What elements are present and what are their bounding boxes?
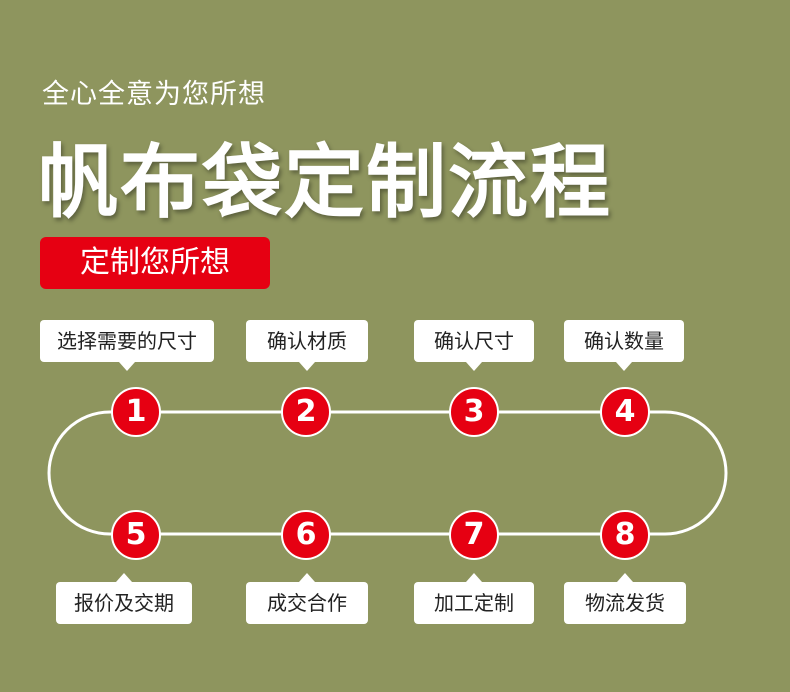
title-badge: 定制您所想 [40,237,270,289]
step-label-8: 物流发货 [564,573,686,624]
page-title: 帆布袋定制流程 [38,136,612,229]
step-number-3: 3 [449,387,499,437]
step-label-4: 确认数量 [564,320,684,371]
step-number-1: 1 [111,387,161,437]
step-number-7: 7 [449,510,499,560]
step-label-6: 成交合作 [246,573,368,624]
page-subtitle: 全心全意为您所想 [42,79,266,110]
step-number-8: 8 [600,510,650,560]
step-label-2: 确认材质 [246,320,368,371]
step-label-3: 确认尺寸 [414,320,534,371]
step-label-5: 报价及交期 [56,573,192,624]
step-number-2: 2 [281,387,331,437]
step-number-6: 6 [281,510,331,560]
step-label-7: 加工定制 [414,573,534,624]
step-label-1: 选择需要的尺寸 [40,320,214,371]
step-number-5: 5 [111,510,161,560]
step-number-4: 4 [600,387,650,437]
